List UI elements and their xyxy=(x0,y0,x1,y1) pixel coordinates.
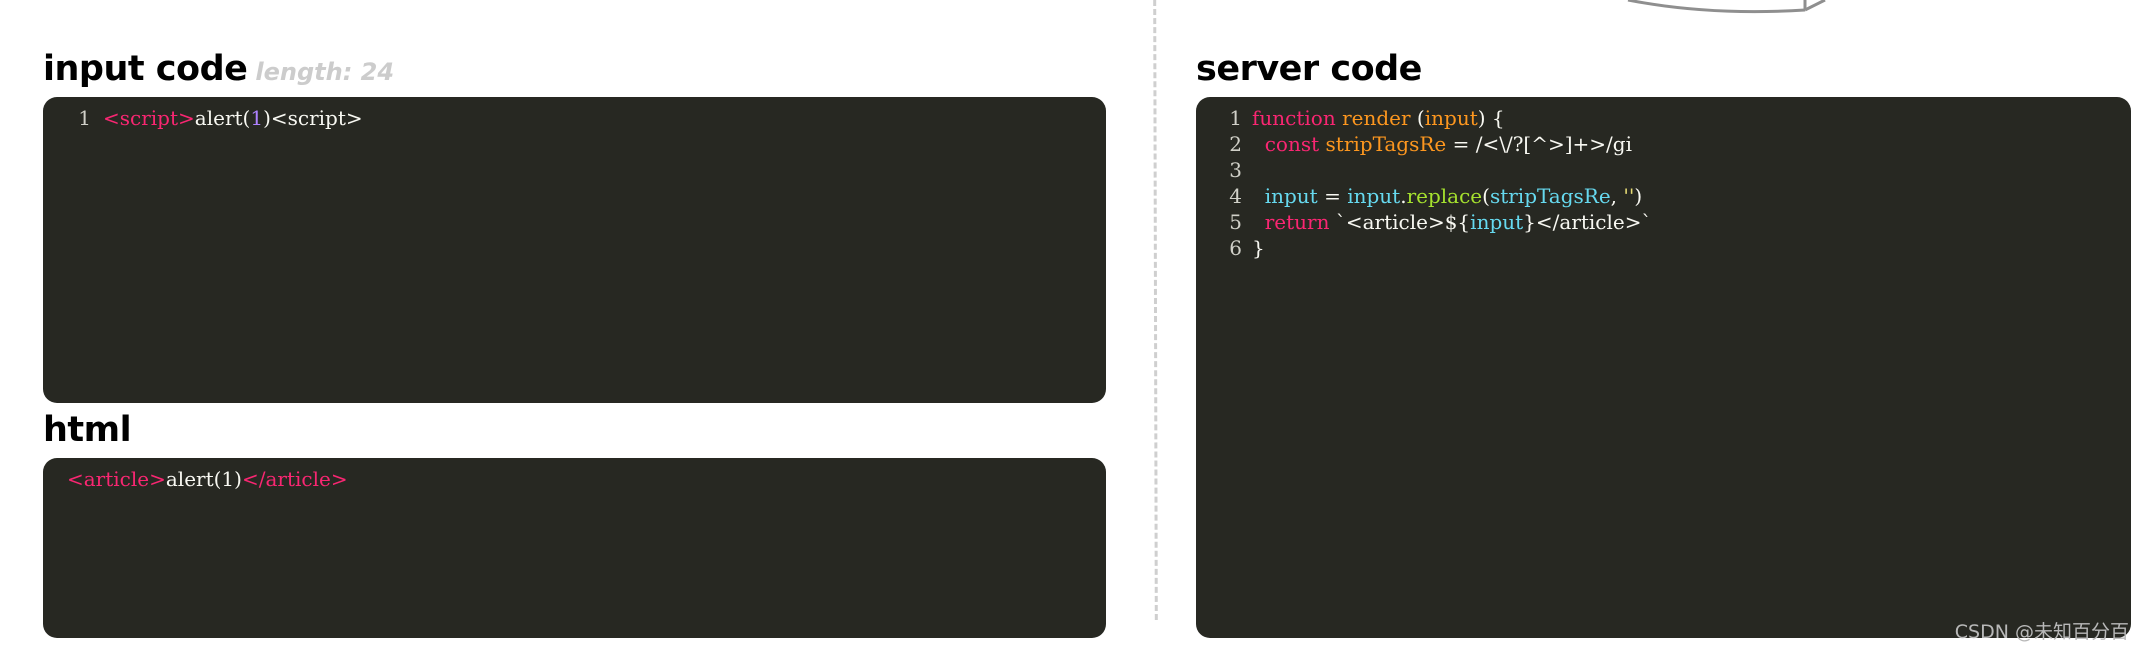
code-token: ( xyxy=(1482,184,1490,208)
code-token: }</article>` xyxy=(1523,210,1652,234)
input-code-editor[interactable]: 1<script>alert(1)<script> xyxy=(43,97,1106,403)
code-token: </article> xyxy=(241,467,348,491)
code-token: return xyxy=(1264,210,1330,234)
code-line: 2 const stripTagsRe = /<\/?[^>]+>/gi xyxy=(1196,131,1652,157)
input-code-lines[interactable]: 1<script>alert(1)<script> xyxy=(43,105,363,131)
code-token: input xyxy=(1264,184,1318,208)
html-output-panel: <article>alert(1)</article> xyxy=(43,458,1106,638)
code-token: '' xyxy=(1623,184,1635,208)
server-code-title: server code xyxy=(1196,49,1422,89)
code-token: replace xyxy=(1406,184,1483,208)
html-title: html xyxy=(43,410,132,450)
code-token: ) xyxy=(1634,184,1643,208)
input-length-label: length: 24 xyxy=(255,58,395,86)
code-token: input xyxy=(1470,210,1524,234)
line-number: 4 xyxy=(1229,184,1242,208)
code-token: <script> xyxy=(103,106,195,130)
code-line-content: function render (input) { xyxy=(1252,105,1505,131)
code-line-content: <script>alert(1)<script> xyxy=(103,105,363,131)
code-line: 1 function render (input) { xyxy=(1196,105,1652,131)
code-token: )<script> xyxy=(263,106,363,130)
line-number: 2 xyxy=(1229,132,1242,156)
line-number: 5 xyxy=(1229,210,1242,234)
code-line-content: <article>alert(1)</article> xyxy=(67,466,348,492)
input-code-title: input code xyxy=(43,49,248,89)
code-token: } xyxy=(1252,236,1265,260)
code-token: alert(1) xyxy=(165,467,242,491)
code-token: input xyxy=(1347,184,1401,208)
code-token: , xyxy=(1610,184,1624,208)
code-token xyxy=(1252,132,1265,156)
code-line[interactable]: 1<script>alert(1)<script> xyxy=(43,105,363,131)
code-token: stripTagsRe xyxy=(1325,132,1447,156)
code-line-content: input = input.replace(stripTagsRe, '') xyxy=(1252,183,1642,209)
code-line: 3 xyxy=(1196,157,1652,183)
code-token: <article> xyxy=(67,467,166,491)
code-token: stripTagsRe xyxy=(1489,184,1611,208)
code-token: input xyxy=(1424,106,1478,130)
code-line-content: } xyxy=(1252,235,1265,261)
code-line-content: return `<article>${input}</article>` xyxy=(1252,209,1652,235)
code-token: `<article>${ xyxy=(1329,210,1471,234)
code-token: alert( xyxy=(194,106,251,130)
code-token: ( xyxy=(1410,106,1425,130)
code-token: 1 xyxy=(250,106,264,130)
code-token: function xyxy=(1252,106,1336,130)
column-divider xyxy=(1153,0,1158,621)
code-token: ) { xyxy=(1477,106,1505,130)
line-number: 1 xyxy=(78,106,91,130)
code-line: 4 input = input.replace(stripTagsRe, '') xyxy=(1196,183,1652,209)
code-token: render xyxy=(1342,106,1411,130)
watermark: CSDN @未知百分百 xyxy=(1954,621,2129,643)
html-heading: html xyxy=(43,410,132,450)
code-line: 6} xyxy=(1196,235,1652,261)
code-line-content: const stripTagsRe = /<\/?[^>]+>/gi xyxy=(1252,131,1632,157)
code-token: const xyxy=(1264,132,1320,156)
code-token: = /<\/?[^>]+>/gi xyxy=(1446,132,1632,156)
code-token xyxy=(1252,210,1265,234)
code-token: = xyxy=(1317,184,1348,208)
line-number: 1 xyxy=(1229,106,1242,130)
curved-arrow-icon xyxy=(1627,0,1826,14)
server-code-heading: server code xyxy=(1196,52,1422,87)
line-number: 3 xyxy=(1229,158,1242,182)
code-line: 5 return `<article>${input}</article>` xyxy=(1196,209,1652,235)
line-number: 6 xyxy=(1229,236,1242,260)
html-output-lines: <article>alert(1)</article> xyxy=(67,466,348,492)
code-line: <article>alert(1)</article> xyxy=(67,466,348,492)
code-token: . xyxy=(1400,184,1407,208)
code-token xyxy=(1252,184,1265,208)
